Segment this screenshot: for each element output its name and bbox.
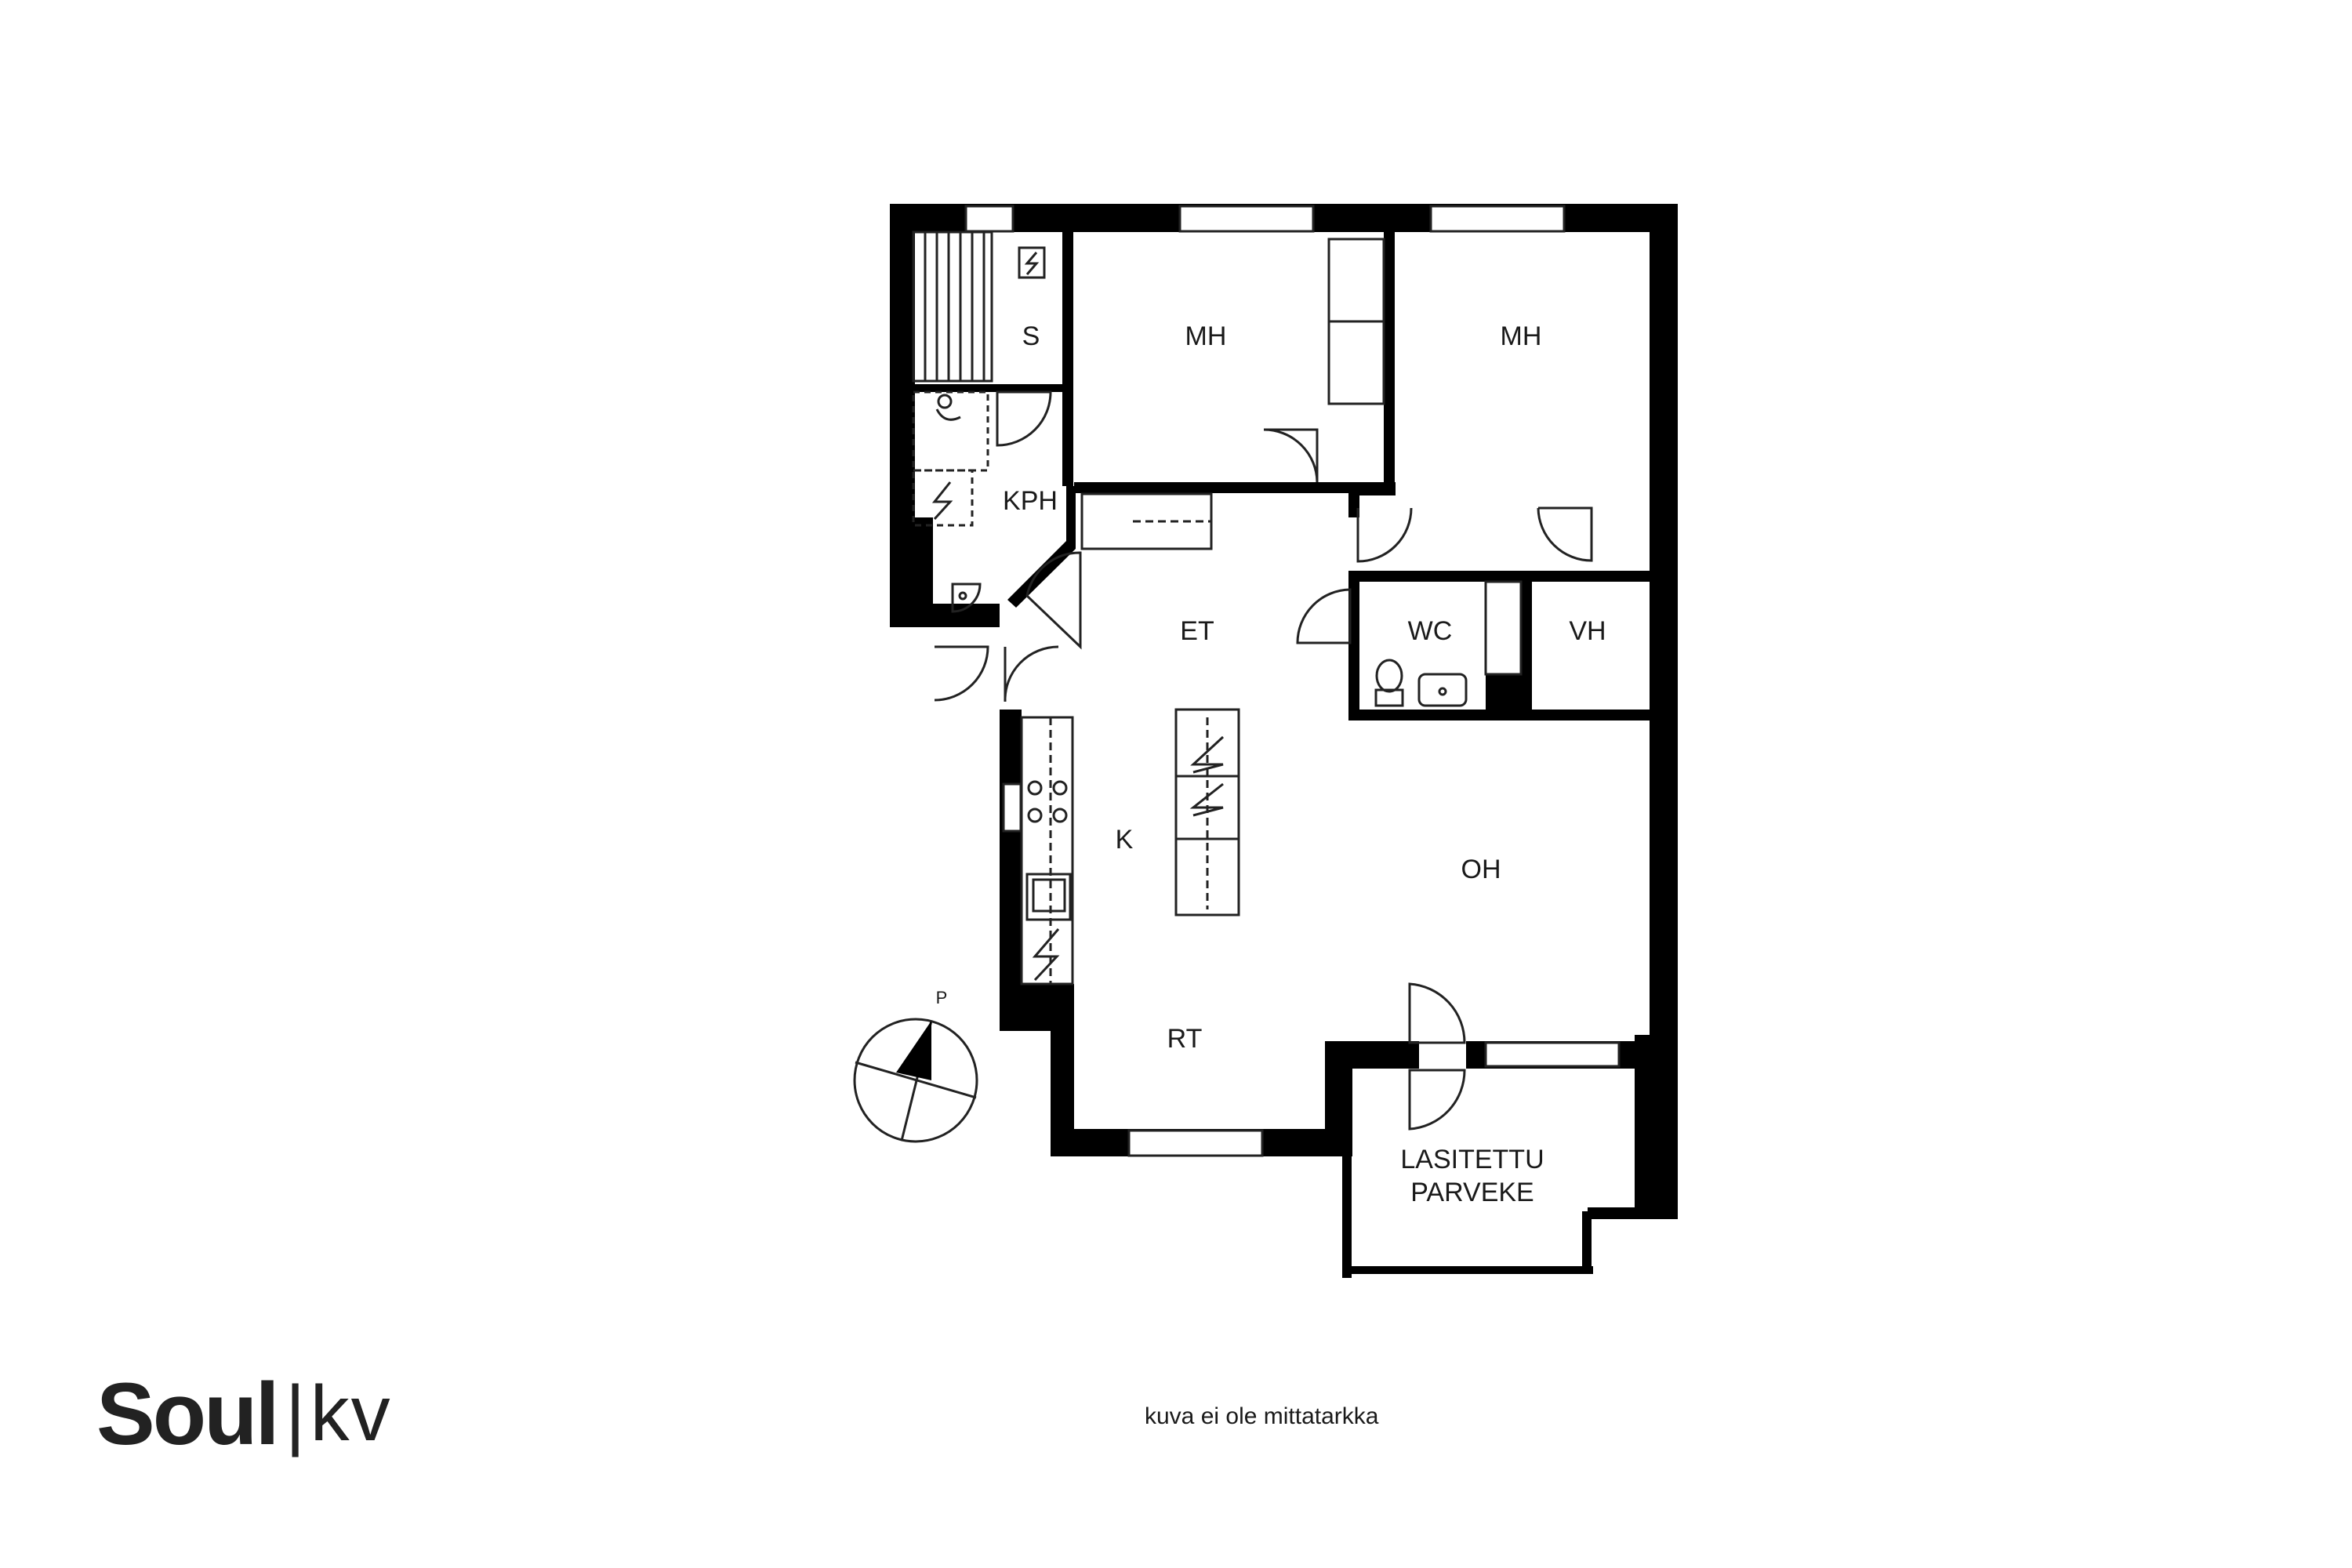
logo-separator: |	[285, 1369, 306, 1457]
room-label-kph: KPH	[1003, 486, 1058, 516]
bathroom-fixtures	[912, 390, 989, 613]
room-label-oh: OH	[1461, 855, 1501, 884]
room-label-mh-1: MH	[1185, 321, 1227, 351]
compass-north-label: P	[936, 988, 948, 1007]
wardrobes	[1080, 238, 1523, 676]
doors	[934, 390, 1593, 1131]
soul-kv-logo: Soul | kv	[96, 1363, 392, 1465]
exterior-walls	[890, 204, 1678, 1219]
room-label-balcony-line1: LASITETTU	[1400, 1145, 1544, 1174]
scale-disclaimer: kuva ei ole mittatarkka	[1145, 1403, 1379, 1429]
compass: P	[853, 988, 978, 1143]
room-label-balcony-line2: PARVEKE	[1410, 1178, 1534, 1207]
room-label-wc: WC	[1408, 616, 1453, 646]
room-label-s: S	[1022, 321, 1040, 351]
room-label-rt: RT	[1167, 1024, 1203, 1054]
sauna-bench	[912, 230, 1046, 383]
kitchen-fixtures	[1020, 708, 1240, 985]
room-label-mh-2: MH	[1501, 321, 1542, 351]
logo-main-text: Soul	[96, 1364, 280, 1463]
interior-walls	[909, 227, 1650, 1278]
room-label-vh: VH	[1569, 616, 1606, 646]
room-label-et: ET	[1180, 616, 1214, 646]
room-labels: S MH MH KPH ET WC VH K OH RT LASITETTU P…	[1003, 321, 1606, 1207]
logo-sub-text: kv	[310, 1369, 392, 1457]
wc-fixtures	[1374, 659, 1468, 707]
room-label-k: K	[1116, 825, 1134, 855]
windows	[964, 205, 1621, 1157]
